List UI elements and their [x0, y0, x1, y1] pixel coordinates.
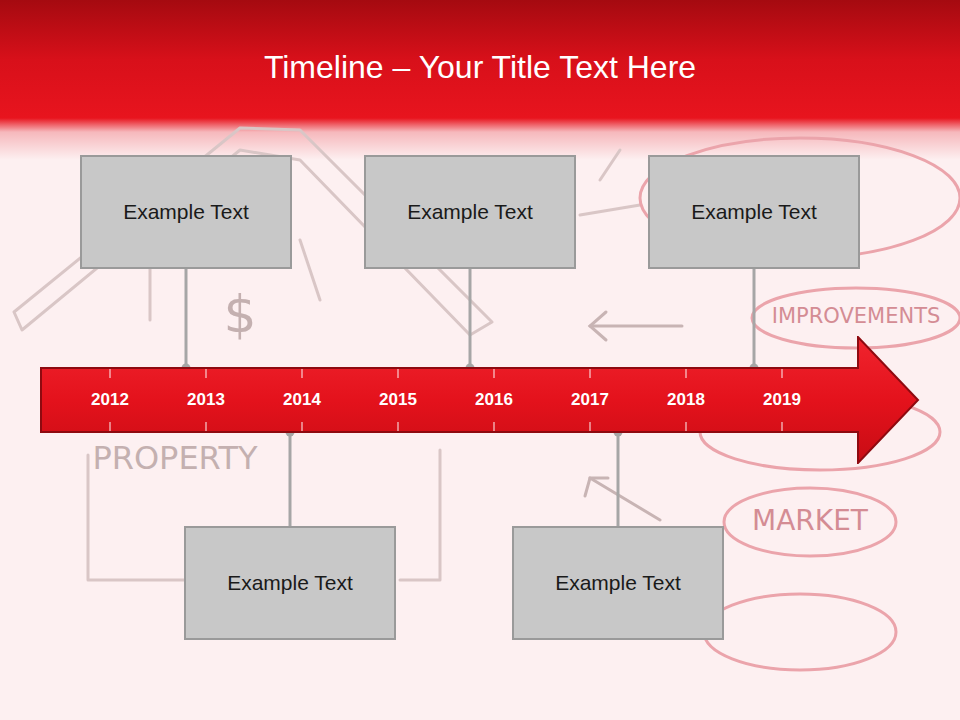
leader-connector — [469, 269, 472, 368]
box-text: Example Text — [555, 570, 681, 596]
box-text: Example Text — [691, 199, 817, 225]
timeline-arrow: 2012 2013 2014 2015 2016 2017 2018 2019 — [40, 336, 920, 464]
box-text: Example Text — [123, 199, 249, 225]
year-tick — [301, 422, 302, 431]
year-tick — [781, 369, 782, 378]
year-tick — [205, 422, 206, 431]
arrow-body — [41, 337, 918, 463]
sketch-word: PROPERTY — [92, 440, 257, 477]
box-text: Example Text — [227, 570, 353, 596]
year-tick — [589, 369, 590, 378]
year-label: 2018 — [654, 388, 718, 412]
year-label: 2017 — [558, 388, 622, 412]
text-box: Example Text — [512, 526, 724, 640]
year-tick — [685, 422, 686, 431]
year-tick — [397, 369, 398, 378]
text-box: Example Text — [184, 526, 396, 640]
year-label: 2019 — [750, 388, 814, 412]
year-tick — [205, 369, 206, 378]
year-label: 2012 — [78, 388, 142, 412]
year-tick — [109, 369, 110, 378]
sketch-word: IMPROVEMENTS — [772, 304, 941, 328]
text-box: Example Text — [648, 155, 860, 269]
leader-connector — [753, 269, 756, 368]
sketch-word: $ — [223, 284, 256, 344]
year-tick — [493, 422, 494, 431]
year-tick — [109, 422, 110, 431]
text-box: Example Text — [80, 155, 292, 269]
year-label: 2015 — [366, 388, 430, 412]
year-tick — [301, 369, 302, 378]
sketch-word: MARKET — [752, 505, 868, 537]
slide-title: Timeline – Your Title Text Here — [0, 44, 960, 90]
text-box: Example Text — [364, 155, 576, 269]
leader-connector — [289, 432, 292, 526]
year-label: 2013 — [174, 388, 238, 412]
year-tick — [493, 369, 494, 378]
year-tick — [781, 422, 782, 431]
leader-connector — [617, 432, 620, 526]
year-label: 2016 — [462, 388, 526, 412]
year-tick — [589, 422, 590, 431]
year-label: 2014 — [270, 388, 334, 412]
box-text: Example Text — [407, 199, 533, 225]
year-tick — [397, 422, 398, 431]
leader-connector — [185, 269, 188, 368]
year-tick — [685, 369, 686, 378]
